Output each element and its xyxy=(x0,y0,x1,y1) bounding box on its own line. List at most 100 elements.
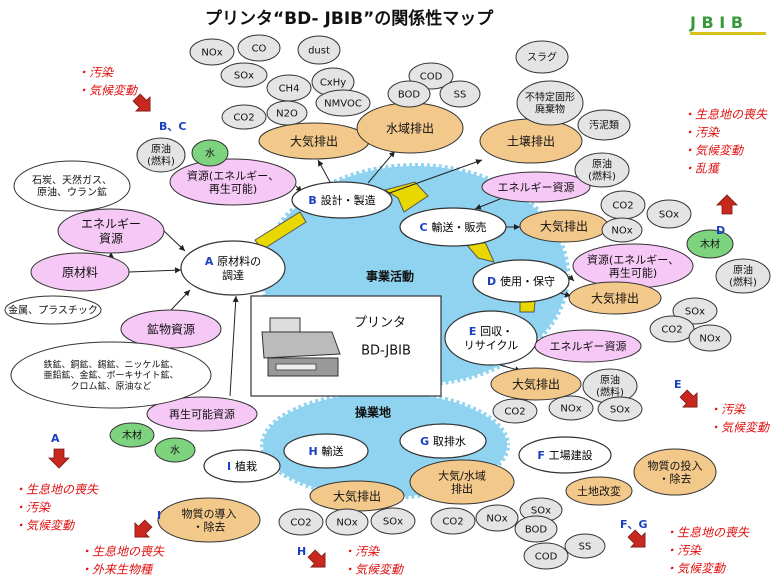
impact-b-soil: 土壌排出 xyxy=(479,118,583,164)
impact-i-intro-text: 物質の導入・除去 xyxy=(182,506,237,533)
bubble-co2h-text: CO2 xyxy=(290,518,311,529)
note-metal-text: 金属、プラスチック xyxy=(8,304,98,317)
note-coal-text: 石炭、天然ガス、原油、ウラン鉱 xyxy=(32,174,112,199)
bubble-co2e-text: CO2 xyxy=(504,407,525,418)
bubble-dust: dust xyxy=(297,35,341,65)
impact-g-airwater: 大気/水域排出 xyxy=(409,459,515,505)
impact-b-air-text: 大気排出 xyxy=(290,133,338,148)
risk-d-item: ・乱獲 xyxy=(683,161,721,175)
bubble-wood_d-text: 木材 xyxy=(700,238,720,251)
resource-d-text: 資源(エネルギー、再生可能) xyxy=(587,252,679,279)
risk-bc-letter: B、C xyxy=(159,120,186,133)
impact-f-land-text: 土地改変 xyxy=(577,484,621,498)
stage-c: C 輸送・販売 xyxy=(399,207,507,247)
center-line2: BD-JBIB xyxy=(361,344,411,359)
risk-arrow-a xyxy=(48,448,70,469)
resource-design: 資源(エネルギー、再生可能) xyxy=(169,158,297,206)
impact-e-air-text: 大気排出 xyxy=(512,376,560,391)
stage-a: A 原材料の調達 xyxy=(180,240,286,296)
stage-c-label: C 輸送・販売 xyxy=(420,220,487,234)
risk-e-letter: E xyxy=(674,378,682,391)
bubble-bodg: BOD xyxy=(514,515,558,543)
risk-fg-item: ・生息地の喪失 xyxy=(665,525,750,539)
bubble-bod1: BOD xyxy=(387,80,431,108)
risk-d-item: ・汚染 xyxy=(683,125,721,139)
risk-arrow-i xyxy=(134,519,153,538)
link-b-water xyxy=(367,150,396,184)
bubble-codg: COD xyxy=(523,542,569,570)
resource-renewable: 再生可能資源 xyxy=(146,396,258,432)
bubble-waste: 不特定固形廃棄物 xyxy=(516,80,584,126)
bubble-n2o: N2O xyxy=(266,100,308,126)
risk-h-letter: H xyxy=(297,545,306,558)
stage-h: H 輸送 xyxy=(283,433,369,469)
bubble-noxc-text: NOx xyxy=(611,226,632,237)
link-d-resource xyxy=(567,274,575,282)
bubble-noxh-text: NOx xyxy=(336,518,357,529)
resource-e-energy: エネルギー資源 xyxy=(534,329,642,363)
impact-i-intro: 物質の導入・除去 xyxy=(157,497,261,543)
impact-d-air: 大気排出 xyxy=(568,281,662,315)
stage-b: B 設計・製造 xyxy=(291,181,393,219)
bubble-noxd: NOx xyxy=(688,324,732,352)
bubble-nox1: NOx xyxy=(189,38,235,66)
center-line1: プリンタ xyxy=(354,316,406,331)
impact-f-input: 物質の投入・除去 xyxy=(633,448,717,496)
impact-d-air-text: 大気排出 xyxy=(591,290,639,305)
bubble-oil_e-text: 原油(燃料) xyxy=(596,374,624,399)
risk-arrow-bc xyxy=(132,93,151,112)
resource-c-energy: エネルギー資源 xyxy=(481,171,591,203)
link-b-air xyxy=(317,159,331,183)
bubble-oil_c-text: 原油(燃料) xyxy=(588,158,616,183)
risk-bc-item: ・汚染 xyxy=(77,65,115,79)
impact-b-water-text: 水域排出 xyxy=(386,121,434,135)
stage-e: E 回収・リサイクル xyxy=(444,310,538,366)
bubble-soxc-text: SOx xyxy=(659,210,679,221)
bubble-oil_d-text: 原油(燃料) xyxy=(729,264,757,289)
stage-d-label: D 使用・保守 xyxy=(487,274,555,288)
bubble-co2c-text: CO2 xyxy=(612,201,633,212)
risk-d-item: ・気候変動 xyxy=(683,143,745,157)
resource-mineral: 鉱物資源 xyxy=(120,309,222,349)
risk-h-item: ・気候変動 xyxy=(343,562,405,576)
impact-h-air-text: 大気排出 xyxy=(333,488,381,503)
risk-a-letter: A xyxy=(51,432,60,445)
stage-e-label: E 回収・リサイクル xyxy=(464,325,518,352)
impact-f-land: 土地改変 xyxy=(565,476,633,506)
link-mineral-a xyxy=(170,289,191,311)
bubble-co2a: CO2 xyxy=(221,104,267,130)
printer-icon xyxy=(261,317,341,377)
bubble-noxe: NOx xyxy=(548,395,594,421)
note-ore-text: 鉄鉱、銅鉱、錫鉱、ニッケル鉱、亜鉛鉱、金鉱、ボーキサイト鉱、クロム鉱、原油など xyxy=(43,358,178,392)
bubble-soxg-text: SOx xyxy=(531,506,551,517)
resource-energy: エネルギー資源 xyxy=(57,208,165,254)
note-ore: 鉄鉱、銅鉱、錫鉱、ニッケル鉱、亜鉛鉱、金鉱、ボーキサイト鉱、クロム鉱、原油など xyxy=(10,341,212,409)
bubble-noxg-text: NOx xyxy=(486,514,507,525)
bubble-oil_b: 原油(燃料) xyxy=(136,137,186,173)
bubble-oil_c: 原油(燃料) xyxy=(574,152,630,188)
impact-e-air: 大気排出 xyxy=(490,367,582,401)
bubble-water_a-text: 水 xyxy=(170,445,180,457)
bubble-ss1-text: SS xyxy=(454,90,467,101)
bubble-bodg-text: BOD xyxy=(525,525,548,536)
bubble-co1-text: CO xyxy=(252,44,267,55)
bubble-co2g: CO2 xyxy=(430,507,476,535)
bubble-bod1-text: BOD xyxy=(398,90,421,101)
bubble-ch4-text: CH4 xyxy=(279,84,300,95)
resource-c-energy-text: エネルギー資源 xyxy=(498,180,575,194)
risk-d-letter: D xyxy=(716,224,725,237)
bubble-co2d: CO2 xyxy=(649,315,695,343)
impact-b-soil-text: 土壌排出 xyxy=(507,134,555,148)
risk-fg-letter: F、G xyxy=(620,518,648,531)
resource-d: 資源(エネルギー、再生可能) xyxy=(572,243,694,289)
bubble-noxe-text: NOx xyxy=(560,404,581,415)
bubble-co2e: CO2 xyxy=(492,398,538,424)
stage-f: F 工場建設 xyxy=(518,436,612,474)
stage-a-label: A 原材料の調達 xyxy=(205,254,261,282)
bubble-sox1-text: SOx xyxy=(234,71,254,82)
impact-g-airwater-text: 大気/水域排出 xyxy=(438,468,486,495)
bubble-sludge-text: 汚泥類 xyxy=(589,119,619,132)
bubble-n2o-text: N2O xyxy=(276,109,298,120)
bubble-nmvoc-text: NMVOC xyxy=(324,99,362,110)
bubble-wood_a: 木材 xyxy=(109,422,155,448)
